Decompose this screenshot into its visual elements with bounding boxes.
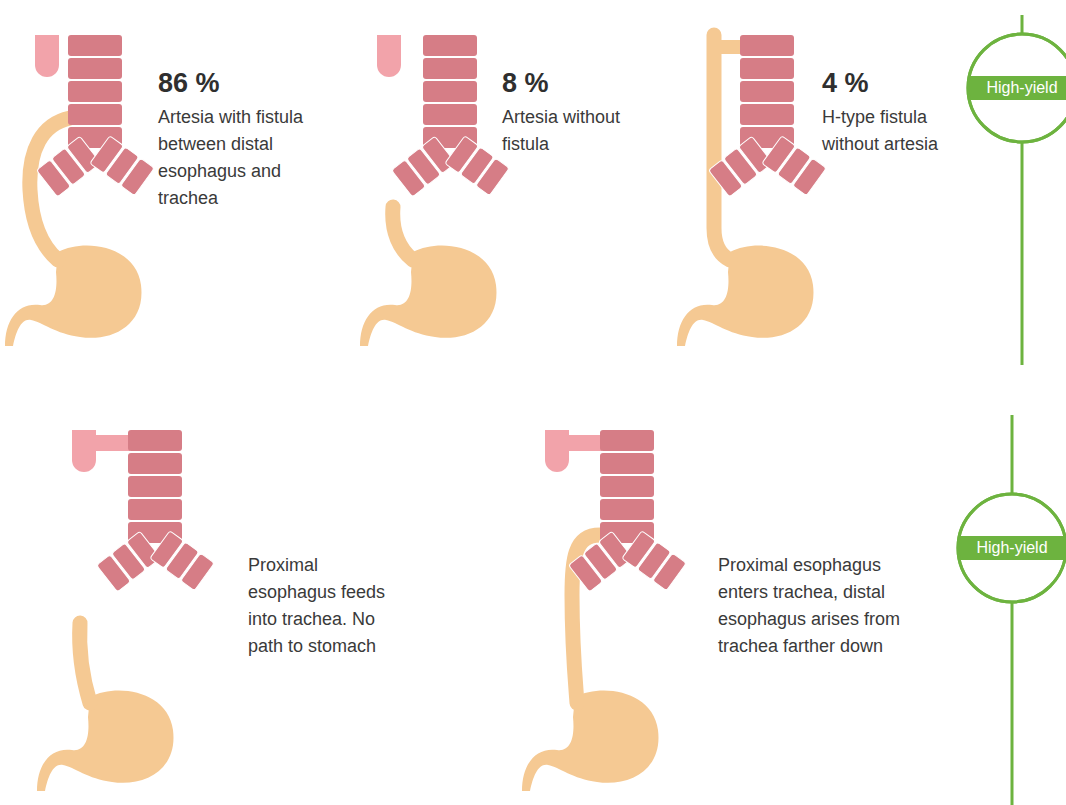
trachea-ring [128,499,182,520]
timeline-line [1011,415,1014,805]
fistula [714,40,742,54]
bronchus-ring [793,158,827,195]
high-yield-badge: High-yield [966,32,1066,144]
esophagus-figure [37,430,214,791]
trachea-ring [68,35,122,56]
esophagus [393,207,413,260]
badge-band [966,76,1066,100]
trachea-ring [128,476,182,497]
high-yield-badge: High-yield [956,492,1066,604]
bronchus-ring [391,160,425,197]
description: Artesia with fistula between distal esop… [158,104,308,212]
stomach [5,246,141,346]
bronchus-ring [96,555,130,592]
percentage: 8 % [502,68,642,98]
description: Artesia without fistula [502,104,630,158]
trachea-ring [600,430,654,451]
bronchus-ring [708,160,742,197]
badge-text: High-yield [986,79,1057,97]
trachea-ring [423,104,477,125]
trachea-ring [740,58,794,79]
trachea-ring [68,58,122,79]
trachea-ring [740,35,794,56]
description: Proximal esophagus feeds into trachea. N… [248,552,398,660]
trachea-ring [423,35,477,56]
trachea-ring [600,453,654,474]
proximal-pouch [72,430,96,472]
trachea [36,35,154,197]
description: H-type fistula without artesia [822,104,962,158]
trachea-ring [423,81,477,102]
trachea [391,35,509,197]
badge-text: High-yield [976,539,1047,557]
stomach [677,246,813,346]
bronchus-ring [568,555,602,592]
badge-band [956,536,1066,560]
trachea-ring [600,476,654,497]
esophagus-figure [522,430,686,791]
trachea-ring [423,58,477,79]
trachea-ring [740,104,794,125]
trachea-ring [68,81,122,102]
trachea-ring [600,499,654,520]
esophagus-figure [677,35,826,346]
bronchus-ring [476,158,510,195]
stomach [37,691,173,791]
bronchus-ring [653,553,687,590]
esophagus [80,623,90,703]
trachea [568,430,686,592]
bronchus-ring [181,553,215,590]
stomach [522,691,658,791]
trachea-ring [68,104,122,125]
trachea-ring [128,453,182,474]
percentage: 86 % [158,68,308,98]
trachea-ring [128,430,182,451]
bronchus-ring [36,160,70,197]
stomach [360,246,496,346]
esophagus [30,118,70,260]
esophagus-figure [360,35,509,346]
description: Proximal esophagus enters trachea, dista… [718,552,918,660]
trachea [96,430,214,592]
proximal-pouch [545,430,569,472]
proximal-pouch [35,35,59,77]
percentage: 4 % [822,68,962,98]
esophagus [714,35,730,260]
trachea [708,35,826,197]
bronchus-ring [121,158,155,195]
esophagus-figure [5,35,154,346]
trachea-ring [740,81,794,102]
proximal-pouch [377,35,401,77]
